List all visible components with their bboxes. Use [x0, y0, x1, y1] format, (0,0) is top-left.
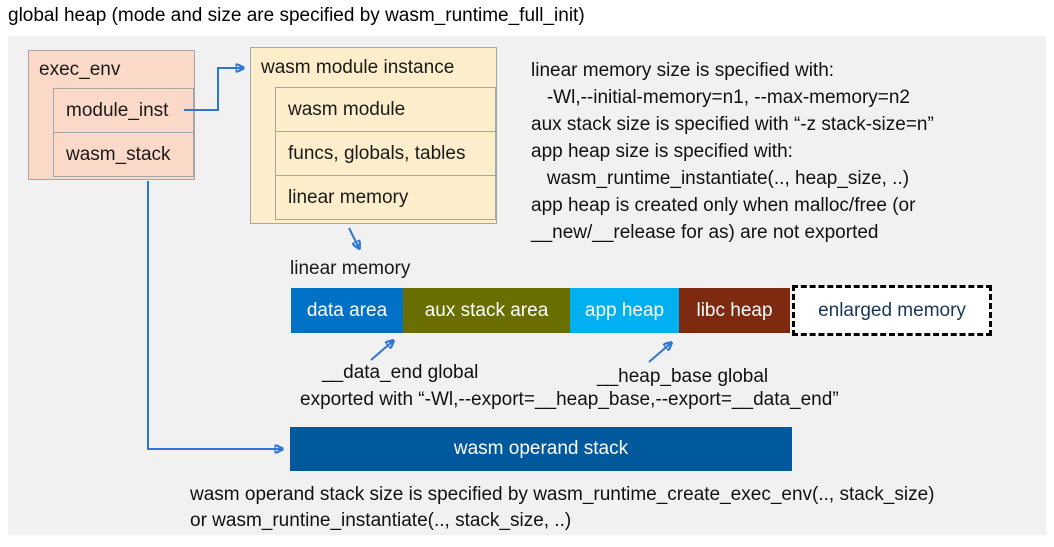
module-instance-row-linear-memory: linear memory [275, 175, 496, 220]
segment-libc-heap: libc heap [679, 288, 790, 333]
note-line: app heap is created only when malloc/fre… [531, 195, 916, 216]
segment-aux-stack-area: aux stack area [403, 288, 570, 333]
module-instance-row-funcs-globals-tables: funcs, globals, tables [275, 131, 496, 176]
note-line: -Wl,--initial-memory=n1, --max-memory=n2 [531, 87, 910, 108]
memory-size-notes: linear memory size is specified with: -W… [531, 57, 934, 246]
segment-enlarged-memory: enlarged memory [792, 285, 992, 336]
exec-env-box: exec_env module_inst wasm_stack [28, 50, 195, 180]
operand-stack-note: wasm operand stack size is specified by … [190, 482, 935, 534]
diagram-title: global heap (mode and size are specified… [8, 5, 585, 26]
exec-env-header: exec_env [39, 59, 121, 80]
heap-base-global-label: __heap_base global [597, 366, 769, 387]
module-instance-row-wasm-module: wasm module [275, 87, 496, 132]
note-line: wasm operand stack size is specified by … [190, 484, 935, 505]
exec-env-row-wasm-stack: wasm_stack [53, 132, 194, 177]
note-line: __new/__release for as) are not exported [531, 222, 879, 243]
module-instance-box: wasm module instance wasm module funcs, … [250, 47, 497, 224]
data-end-global-label: __data_end global [322, 362, 479, 383]
note-line: app heap size is specified with: [531, 141, 793, 162]
segment-data-area: data area [291, 288, 403, 333]
note-line: or wasm_runtine_instantiate(.., stack_si… [190, 510, 572, 531]
export-flags-label: exported with “-Wl,--export=__heap_base,… [300, 389, 839, 410]
module-instance-header: wasm module instance [261, 57, 455, 78]
note-line: wasm_runtime_instantiate(.., heap_size, … [531, 168, 910, 189]
linear-memory-label: linear memory [290, 258, 411, 279]
segment-app-heap: app heap [570, 288, 679, 333]
note-line: aux stack size is specified with “-z sta… [531, 114, 934, 135]
wasm-operand-stack-bar: wasm operand stack [290, 427, 792, 471]
note-line: linear memory size is specified with: [531, 60, 835, 81]
exec-env-row-module-inst: module_inst [53, 88, 194, 133]
